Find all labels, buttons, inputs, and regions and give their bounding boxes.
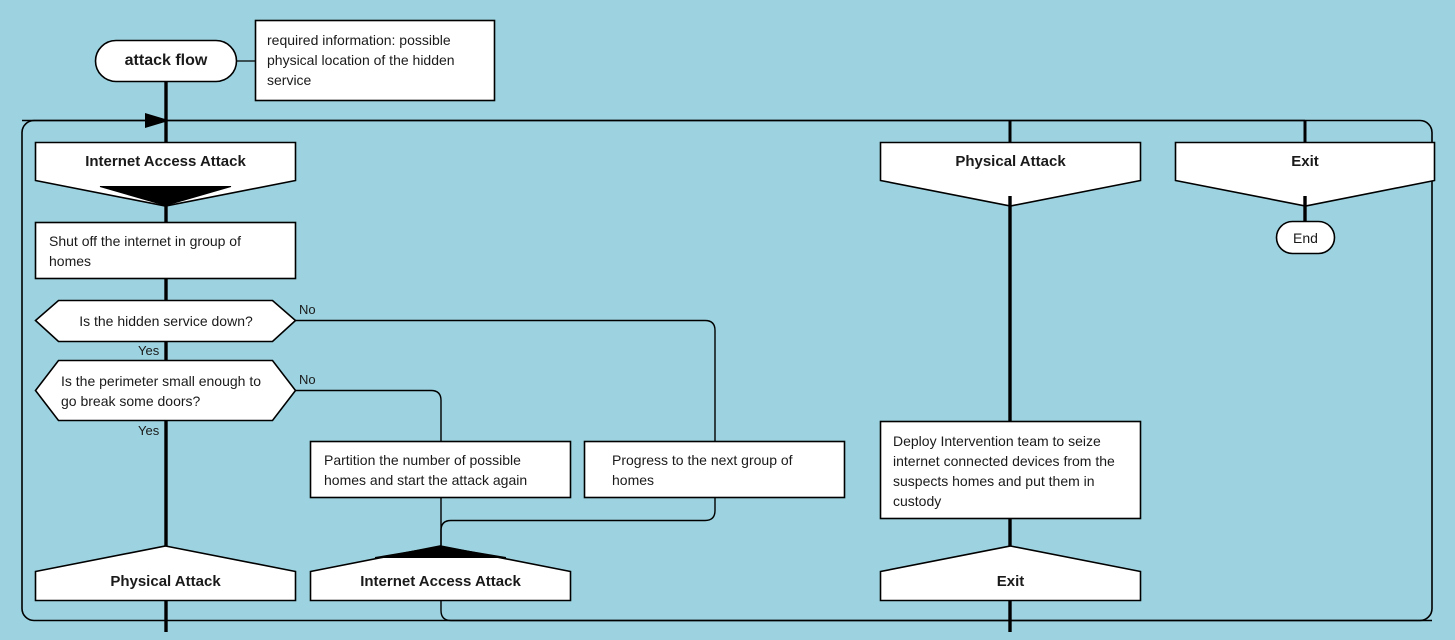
lane-footer-internet-access-attack-marker [374, 545, 507, 558]
lane-header-physical-attack[interactable] [879, 141, 1142, 207]
end-node-shape[interactable] [1275, 220, 1336, 255]
node-decision-service-down-shape[interactable] [34, 299, 297, 343]
connector-decision1-no [295, 319, 716, 441]
node-decision-perimeter-shape[interactable] [34, 359, 297, 422]
node-partition-homes-shape[interactable] [309, 440, 572, 499]
node-deploy-intervention-shape[interactable] [879, 420, 1142, 520]
distribution-arrowhead [145, 113, 170, 128]
lane-footer-physical-exit[interactable] [879, 545, 1142, 602]
start-node-shape[interactable] [94, 39, 238, 83]
lane-footer-physical-attack[interactable] [34, 545, 297, 602]
note-box-shape [254, 19, 496, 102]
connector-footer-internet-exit [440, 600, 1432, 622]
lane-header-internet-access-attack[interactable] [34, 141, 297, 207]
node-progress-next-group-shape[interactable] [583, 440, 846, 499]
connector-progress-loopback [440, 497, 716, 546]
lane-header-exit[interactable] [1174, 141, 1436, 207]
node-shut-off-internet-shape[interactable] [34, 221, 297, 280]
connector-decision2-no [295, 389, 442, 441]
